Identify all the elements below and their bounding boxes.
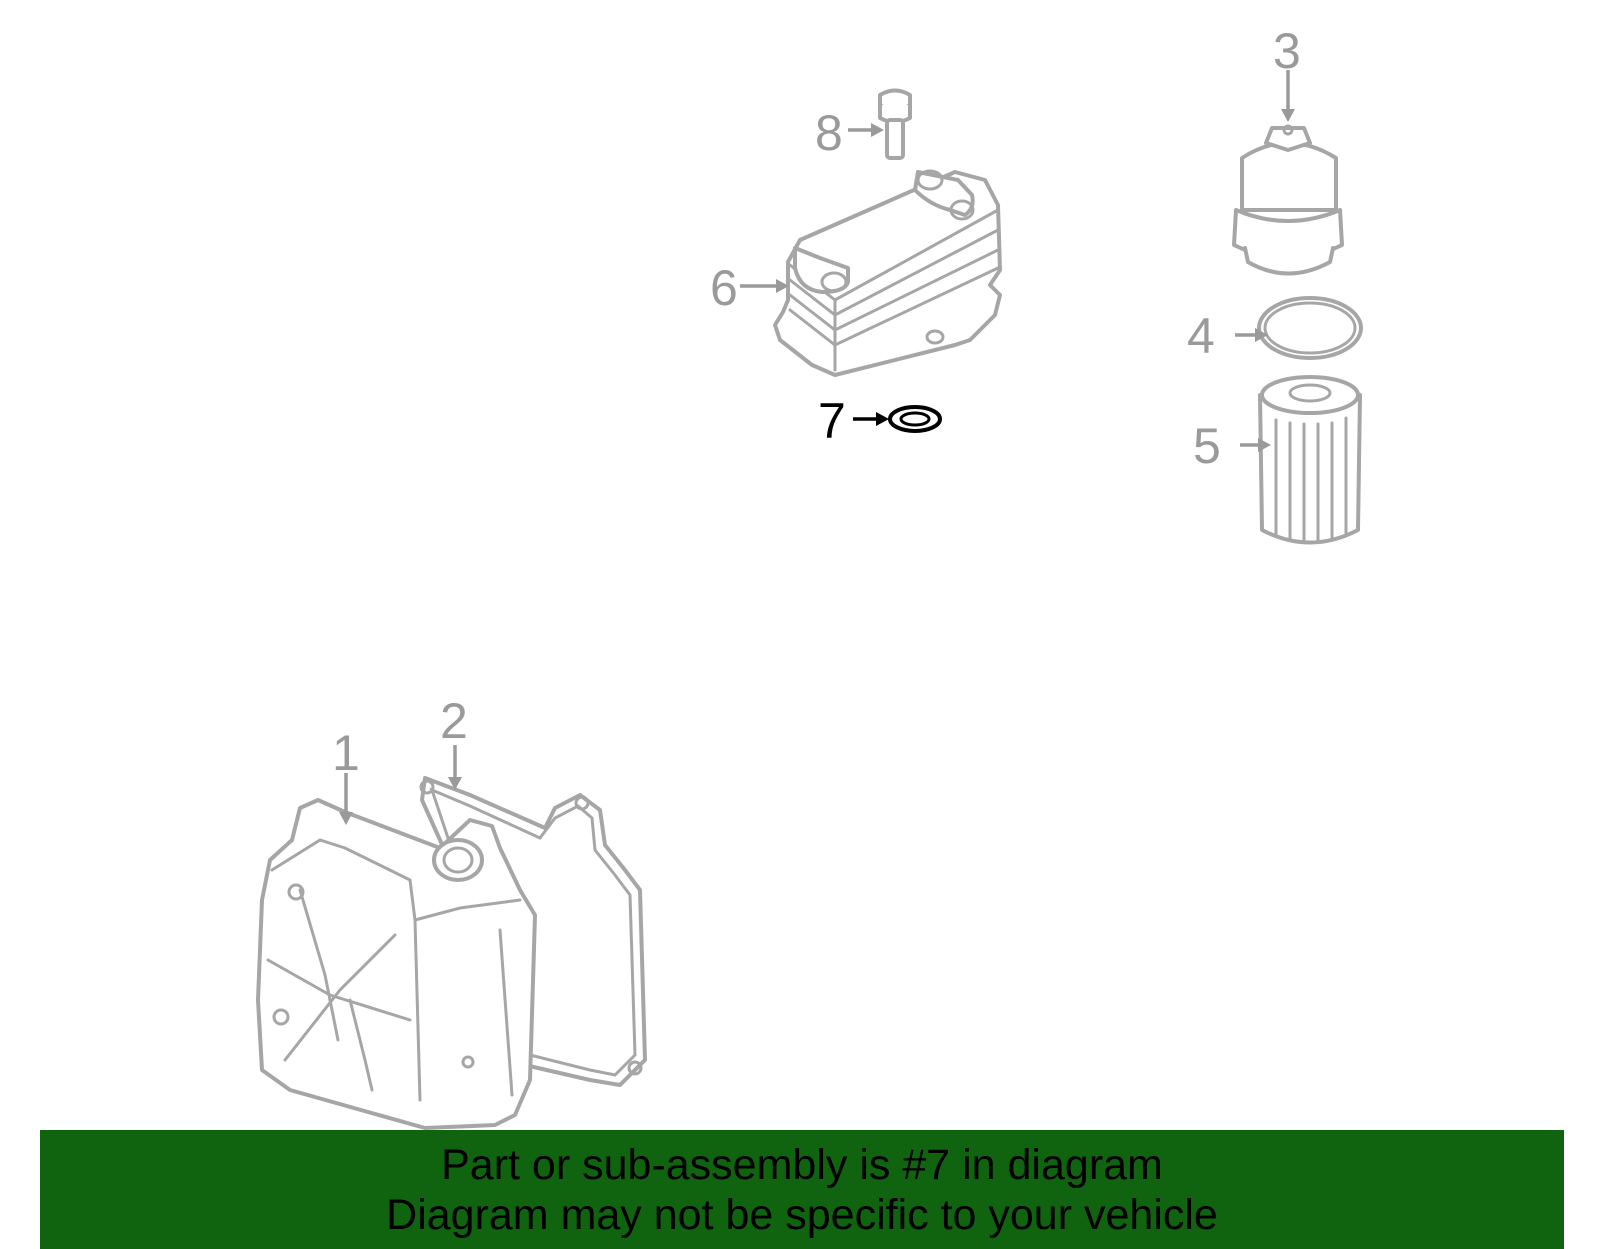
callout-3[interactable]: 3 <box>1273 23 1301 79</box>
part-3-filter-cap[interactable] <box>1232 124 1344 276</box>
part-7-seal[interactable] <box>888 405 942 433</box>
part-5-filter-element[interactable] <box>1258 375 1362 545</box>
part-6-oil-cooler[interactable] <box>773 169 1002 377</box>
part-8-bolt[interactable] <box>878 88 912 160</box>
banner-line-part: Part or sub-assembly is #7 in diagram <box>441 1141 1163 1189</box>
part-4-o-ring[interactable] <box>1257 296 1363 360</box>
part-1-oil-pan[interactable] <box>256 798 537 1130</box>
banner-line-disclaimer: Diagram may not be specific to your vehi… <box>386 1191 1218 1239</box>
callout-8[interactable]: 8 <box>815 105 843 161</box>
callout-5[interactable]: 5 <box>1193 418 1221 474</box>
callout-4[interactable]: 4 <box>1187 308 1215 364</box>
callout-2[interactable]: 2 <box>440 693 468 749</box>
info-banner: Part or sub-assembly is #7 in diagram Di… <box>40 1130 1564 1249</box>
callout-1[interactable]: 1 <box>332 725 360 781</box>
callout-7[interactable]: 7 <box>818 393 846 449</box>
callout-6[interactable]: 6 <box>710 260 738 316</box>
